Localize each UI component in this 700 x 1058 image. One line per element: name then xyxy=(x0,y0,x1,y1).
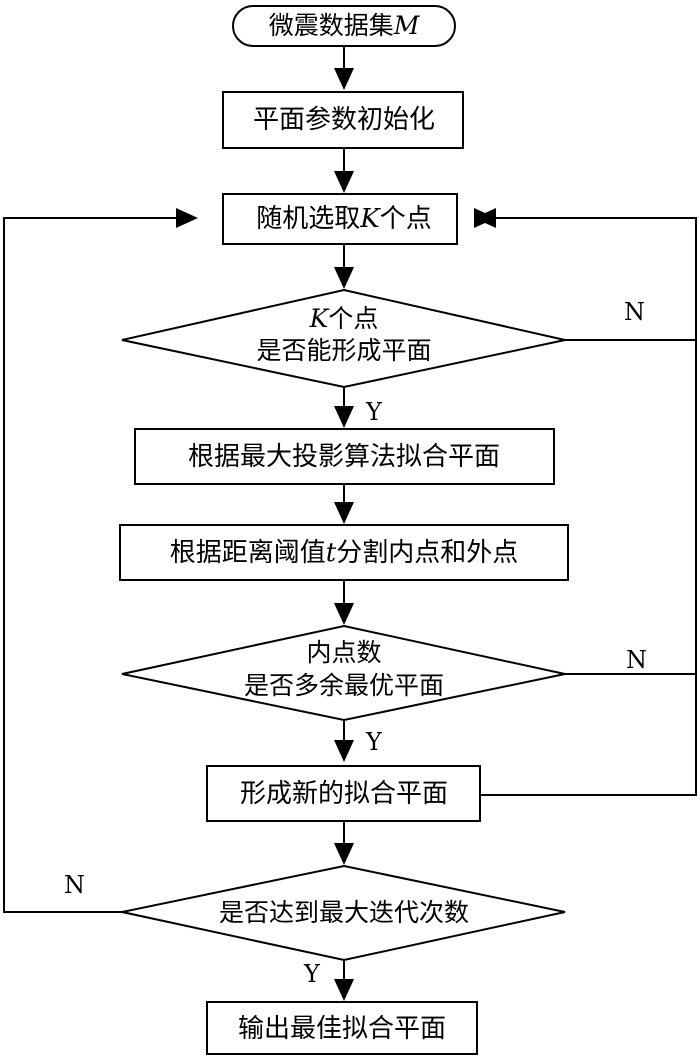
check-iter-diamond xyxy=(121,864,566,962)
check-iter-label: 是否达到最大迭代次数 xyxy=(219,898,469,927)
select-label: 随机选取K个点 xyxy=(256,204,431,234)
check-inliers-label-line1: 内点数 xyxy=(306,638,381,667)
check-inliers-diamond xyxy=(121,624,566,722)
edge-plane-no-loop xyxy=(494,217,697,341)
new-plane-label: 形成新的拟合平面 xyxy=(240,779,448,809)
arrowhead-new-plane xyxy=(334,740,354,762)
fit-label: 根据最大投影算法拟合平面 xyxy=(188,442,500,472)
edge-label-inliers-yes: Y xyxy=(365,728,383,756)
arrowhead-split xyxy=(334,502,354,524)
start-node xyxy=(232,5,456,47)
output-label: 输出最佳拟合平面 xyxy=(238,1014,446,1044)
arrowhead-init xyxy=(334,68,354,90)
split-box xyxy=(119,524,569,581)
edge-label-plane-yes: Y xyxy=(365,398,383,426)
select-box xyxy=(222,193,458,245)
split-label: 根据距离阈值t分割内点和外点 xyxy=(170,538,518,568)
fit-box xyxy=(134,428,555,485)
edge-iter-no-loop xyxy=(3,217,196,913)
arrowhead-loop-left xyxy=(176,208,198,228)
edge-new-plane-loop xyxy=(480,340,697,796)
arrowhead-check-iter xyxy=(334,843,354,865)
new-plane-box xyxy=(206,765,481,822)
arrowhead-fit xyxy=(334,406,354,428)
check-plane-diamond xyxy=(121,288,566,389)
output-box xyxy=(206,1001,478,1055)
check-plane-label-line2: 是否能形成平面 xyxy=(256,336,431,365)
arrowhead-output xyxy=(334,979,354,1001)
start-label: 微震数据集M xyxy=(269,11,421,40)
arrowhead-select xyxy=(334,171,354,193)
edge-label-plane-no: N xyxy=(624,298,645,326)
arrowhead-loop-right xyxy=(474,208,496,228)
arrowhead-check-plane xyxy=(334,267,354,289)
init-label: 平面参数初始化 xyxy=(253,105,435,135)
edge-label-iter-no: N xyxy=(64,871,85,899)
init-box xyxy=(222,91,464,149)
arrowhead-check-inliers xyxy=(334,603,354,625)
edge-label-inliers-no: N xyxy=(626,646,647,674)
check-inliers-label-line2: 是否多余最优平面 xyxy=(244,671,444,700)
edge-label-iter-yes: Y xyxy=(303,960,321,988)
check-plane-label-line1: K个点 xyxy=(309,304,379,333)
